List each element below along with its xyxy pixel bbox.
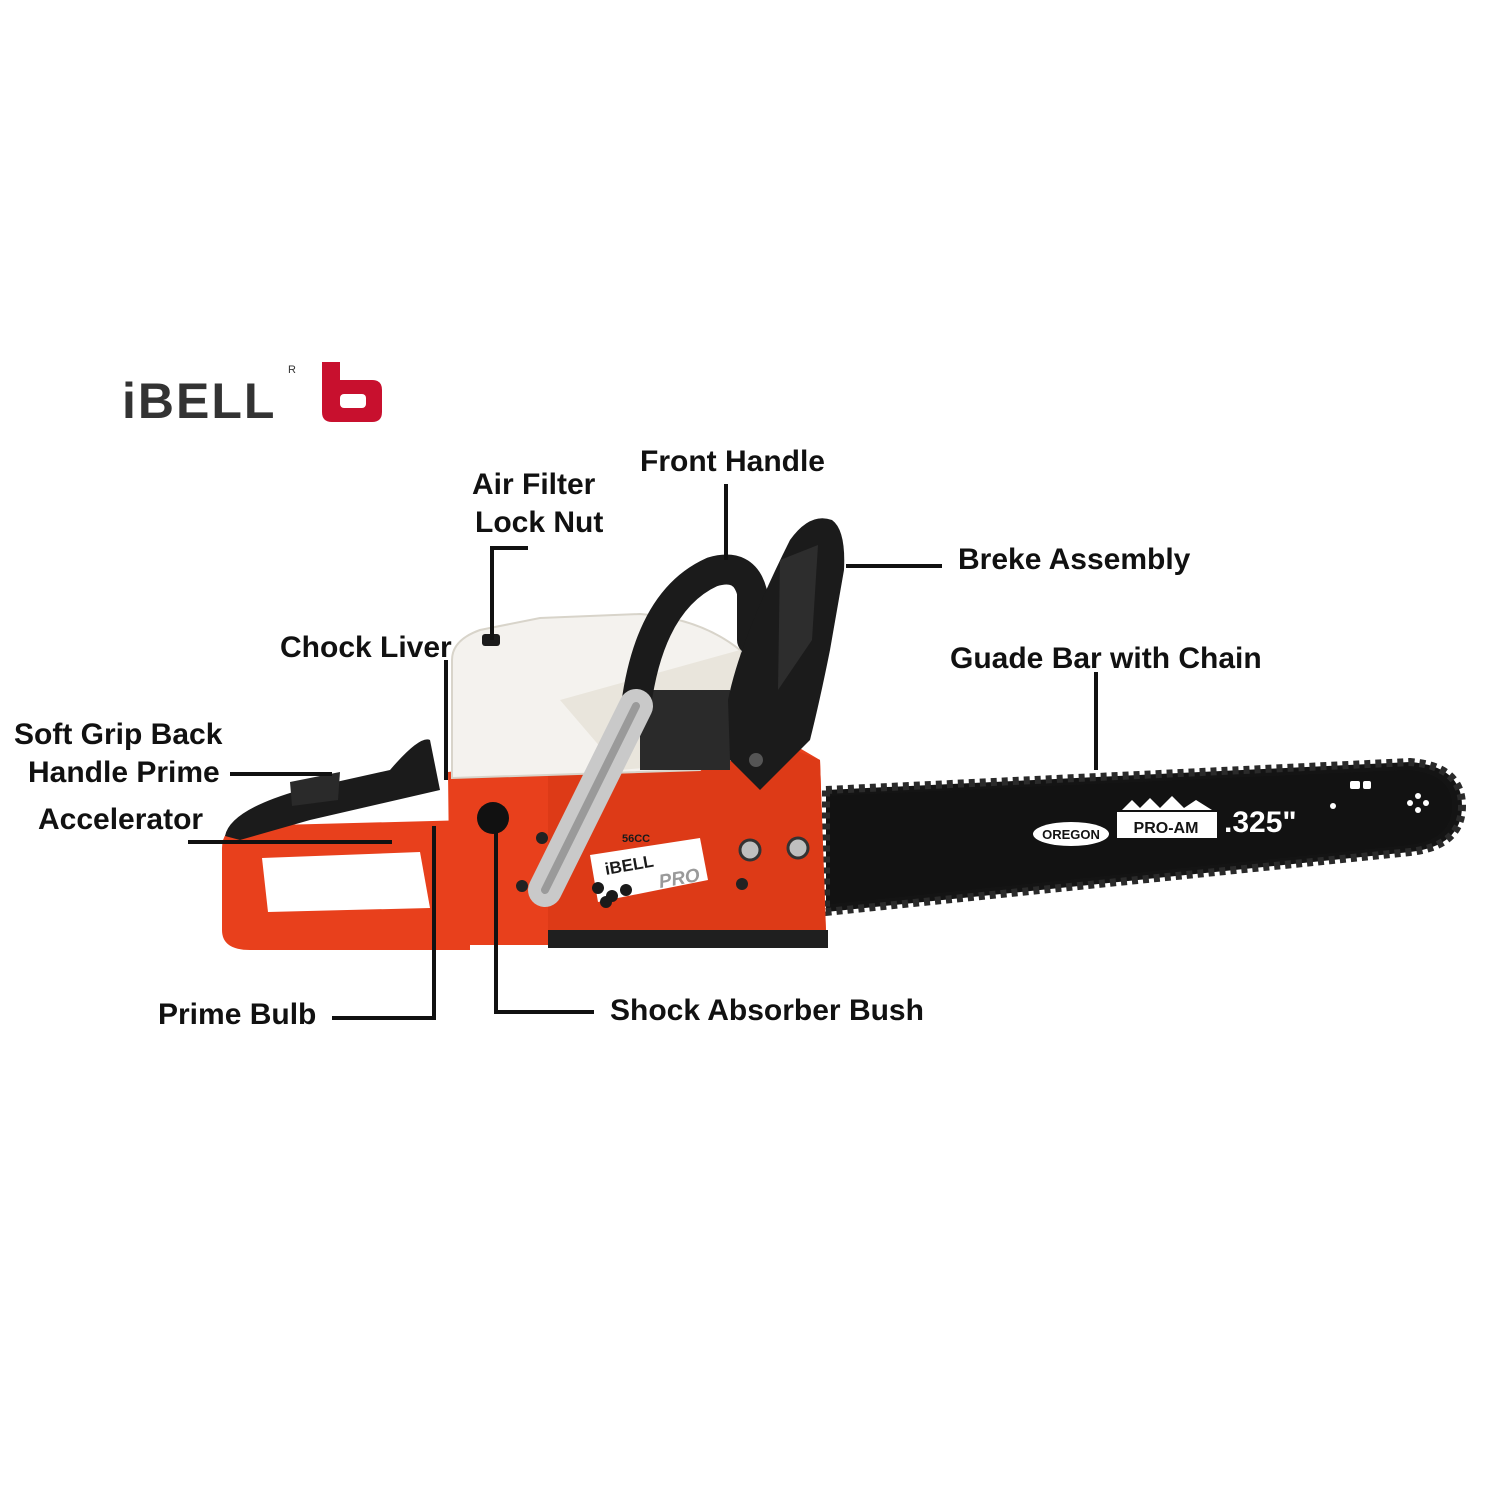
label-air-filter-line1: Air Filter	[472, 468, 596, 501]
label-front-handle: Front Handle	[640, 445, 825, 478]
pro-am-badge	[1117, 812, 1217, 838]
bar-bolt-icon	[738, 838, 762, 862]
brand-logo: iBELL R	[122, 362, 382, 429]
rear-handle	[222, 739, 470, 950]
oregon-badge	[1033, 822, 1109, 846]
brand-mark-icon	[322, 362, 382, 422]
bar-pitch-text: .325"	[1224, 806, 1297, 839]
callout-leaders	[188, 484, 1098, 1020]
brake-assembly	[728, 518, 845, 790]
engine-size-label: 56CC	[622, 833, 650, 845]
leader-air-filter	[490, 546, 528, 640]
label-prime-bulb: Prime Bulb	[158, 998, 316, 1031]
label-soft-grip-line2: Handle Prime	[28, 756, 220, 789]
oil-drop-icon	[1350, 781, 1371, 789]
guide-bar: OREGON PRO-AM .325"	[822, 757, 1467, 917]
bar-brand-text: OREGON	[1042, 827, 1100, 842]
registered-mark: R	[288, 364, 296, 376]
shock-absorber-bush	[477, 802, 509, 834]
bar-bolt-icon	[786, 836, 810, 860]
label-soft-grip-line1: Soft Grip Back	[14, 718, 223, 751]
label-breke-assembly: Breke Assembly	[958, 543, 1191, 576]
label-accelerator: Accelerator	[38, 803, 203, 836]
label-shock-absorber-bush: Shock Absorber Bush	[610, 994, 924, 1027]
label-chock-liver: Chock Liver	[280, 631, 452, 664]
bar-nose-sprocket-icon	[1407, 793, 1429, 813]
bar-series-text: PRO-AM	[1134, 820, 1199, 837]
brand-wordmark: iBELL	[122, 373, 276, 429]
callout-labels: Front Handle Air Filter Lock Nut Breke A…	[14, 445, 1262, 1031]
label-air-filter-line2: Lock Nut	[475, 506, 603, 539]
leader-prime-bulb	[332, 826, 436, 1020]
decal-honeycomb-icon	[592, 882, 632, 908]
leader-shock-absorber	[494, 832, 594, 1014]
front-handle	[516, 554, 767, 907]
label-guade-bar: Guade Bar with Chain	[950, 642, 1262, 675]
